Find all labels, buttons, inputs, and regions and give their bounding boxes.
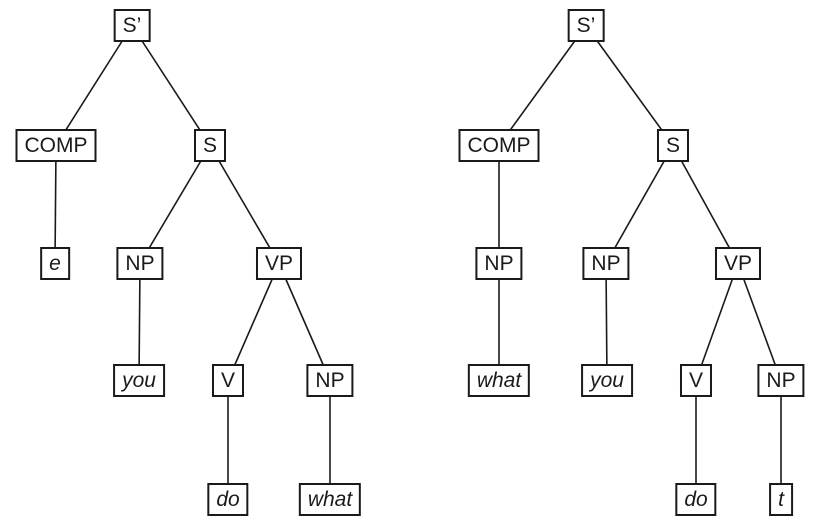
tree-edge-s-vp [209, 145, 280, 264]
tree-edge-s-np-subj [605, 145, 674, 264]
tree-edge-sbar-comp [498, 25, 587, 146]
tree-edge-vp-np-obj [278, 263, 331, 381]
tree-edge-np-subj-you [605, 263, 608, 381]
tree-edge-sbar-s [585, 25, 674, 146]
tree-edge-s-np-subj [139, 145, 211, 264]
tree-edge-sbar-comp [55, 25, 133, 146]
tree-edge-comp-e [54, 145, 57, 264]
tree-edge-np-subj-you [138, 263, 141, 381]
tree-edge-sbar-s [131, 25, 211, 146]
tree-edge-vp-v [695, 263, 739, 381]
tree-edge-s-vp [672, 145, 739, 264]
tree-edge-vp-v [227, 263, 280, 381]
tree-edge-vp-np-obj [737, 263, 782, 381]
